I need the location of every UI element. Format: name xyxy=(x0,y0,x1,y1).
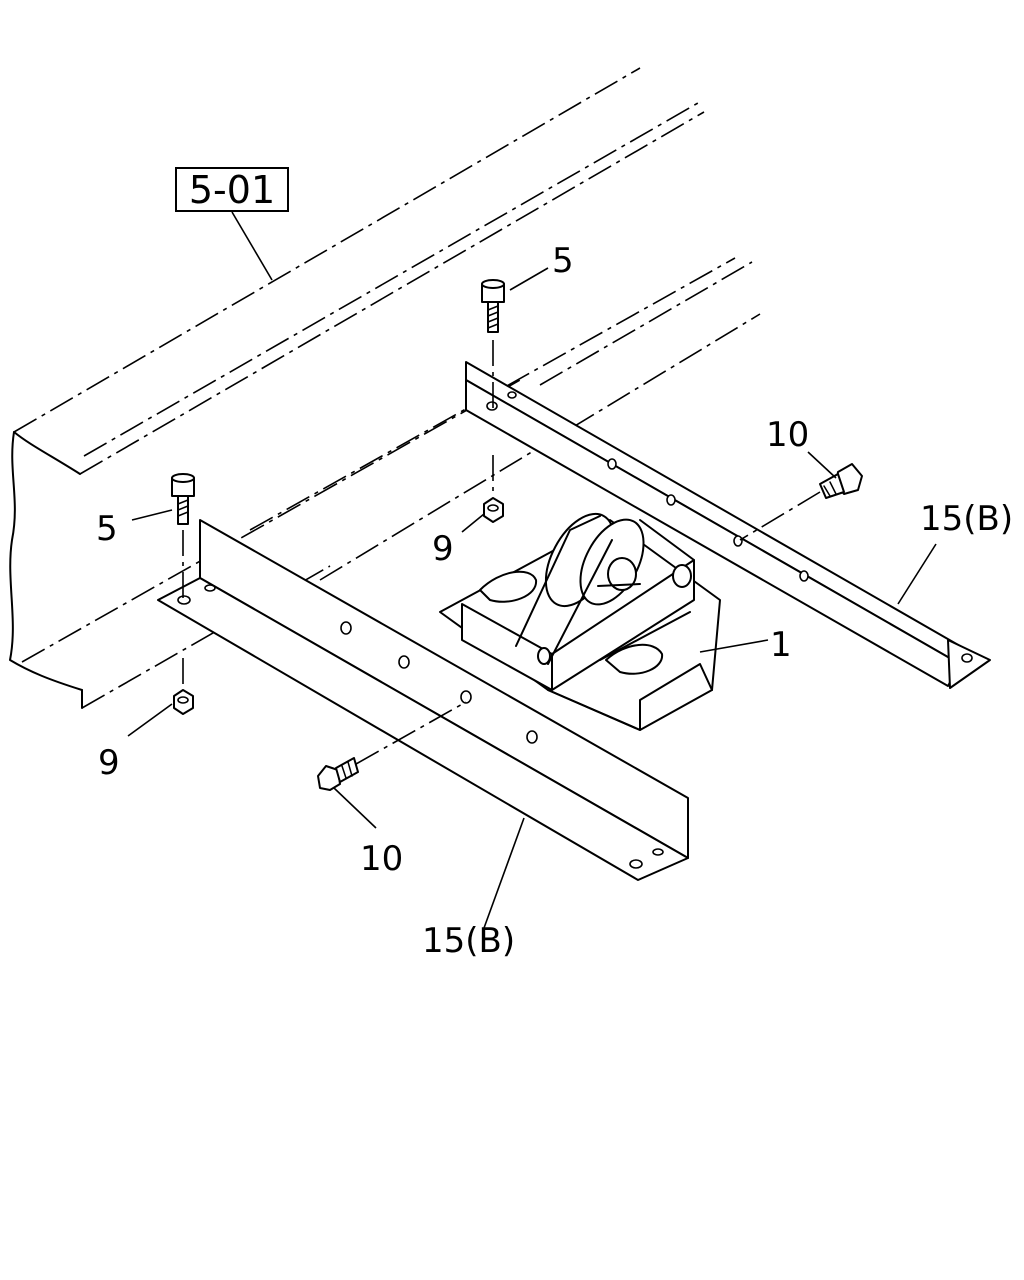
bolt-5-lower xyxy=(171,473,195,600)
frame-rail-phantom xyxy=(9,67,761,709)
callout-5-lower: 5 xyxy=(96,509,118,549)
leader-lines xyxy=(127,211,937,929)
carrier-assembly xyxy=(439,512,721,731)
cross-member-angle-right xyxy=(465,361,991,689)
callout-10-upper: 10 xyxy=(766,415,809,455)
bolt-5-upper xyxy=(481,279,505,410)
reference-box-text: 5-01 xyxy=(189,168,275,212)
bolt-10-lower xyxy=(317,701,467,791)
callout-5-upper: 5 xyxy=(552,241,574,281)
bolt-10-upper xyxy=(739,463,863,541)
callout-9-upper: 9 xyxy=(432,529,454,569)
callout-1: 1 xyxy=(770,625,792,665)
callout-15b-lower: 15(B) xyxy=(422,921,515,961)
reference-box-5-01: 5-01 xyxy=(175,167,289,212)
nut-9-lower xyxy=(173,658,194,715)
callout-15b-right: 15(B) xyxy=(920,499,1013,539)
nut-9-upper xyxy=(483,455,504,523)
callout-9-lower: 9 xyxy=(98,743,120,783)
cross-member-angle-left xyxy=(157,519,689,881)
callout-10-lower: 10 xyxy=(360,839,403,879)
